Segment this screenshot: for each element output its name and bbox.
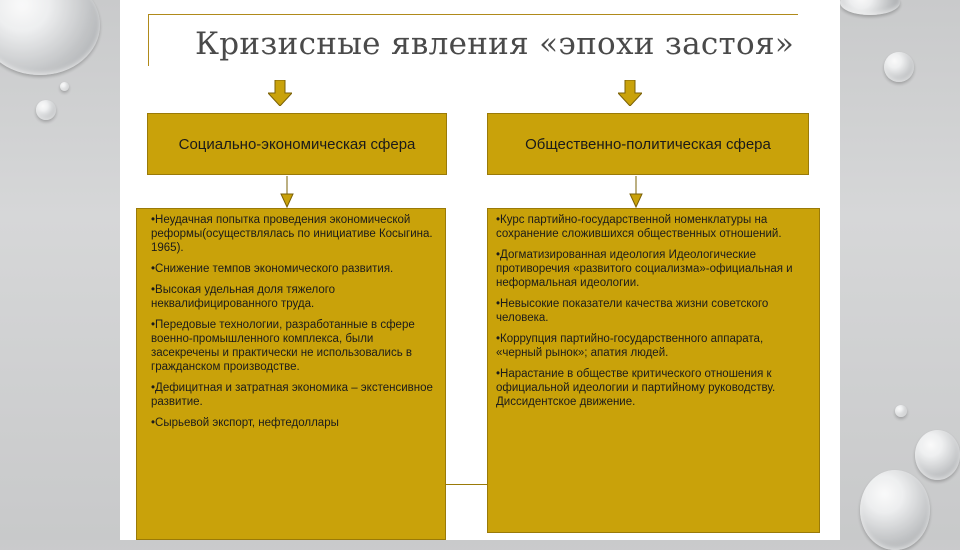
list-item: •Нарастание в обществе критического отно… <box>496 367 809 409</box>
title-frame-line <box>148 14 149 66</box>
sphere-header-label: Общественно-политическая сфера <box>525 136 771 153</box>
list-item: •Коррупция партийно-государственного апп… <box>496 332 809 360</box>
slide-title: Кризисные явления «эпохи застоя» <box>195 26 795 62</box>
panel-connector-line <box>446 484 487 485</box>
social-economic-sphere-box: Социально-экономическая сфера <box>147 113 447 175</box>
water-drop-decoration <box>915 430 960 480</box>
list-item: •Снижение темпов экономического развития… <box>151 262 435 276</box>
social-economic-crisis-list: •Неудачная попытка проведения экономичес… <box>136 208 446 540</box>
water-drop-decoration <box>884 52 914 82</box>
list-item: •Догматизированная идеология Идеологичес… <box>496 248 809 290</box>
down-arrow-icon <box>278 176 296 208</box>
water-drop-decoration <box>0 0 100 75</box>
down-arrow-icon <box>618 80 642 106</box>
sphere-header-label: Социально-экономическая сфера <box>179 136 416 153</box>
list-item: •Курс партийно-государственной номенклат… <box>496 213 809 241</box>
water-drop-decoration <box>860 470 930 550</box>
list-item: •Невысокие показатели качества жизни сов… <box>496 297 809 325</box>
list-item: •Сырьевой экспорт, нефтедоллары <box>151 416 435 430</box>
social-political-crisis-list: •Курс партийно-государственной номенклат… <box>487 208 820 533</box>
list-item: •Неудачная попытка проведения экономичес… <box>151 213 435 255</box>
list-item: •Передовые технологии, разработанные в с… <box>151 318 435 374</box>
title-frame-line <box>148 14 798 15</box>
water-drop-decoration <box>36 100 56 120</box>
list-item: •Высокая удельная доля тяжелого неквалиф… <box>151 283 435 311</box>
down-arrow-icon <box>627 176 645 208</box>
social-political-sphere-box: Общественно-политическая сфера <box>487 113 809 175</box>
water-drop-decoration <box>895 405 907 417</box>
water-drop-decoration <box>60 82 69 91</box>
water-drop-decoration <box>840 0 900 15</box>
down-arrow-icon <box>268 80 292 106</box>
list-item: •Дефицитная и затратная экономика – экст… <box>151 381 435 409</box>
